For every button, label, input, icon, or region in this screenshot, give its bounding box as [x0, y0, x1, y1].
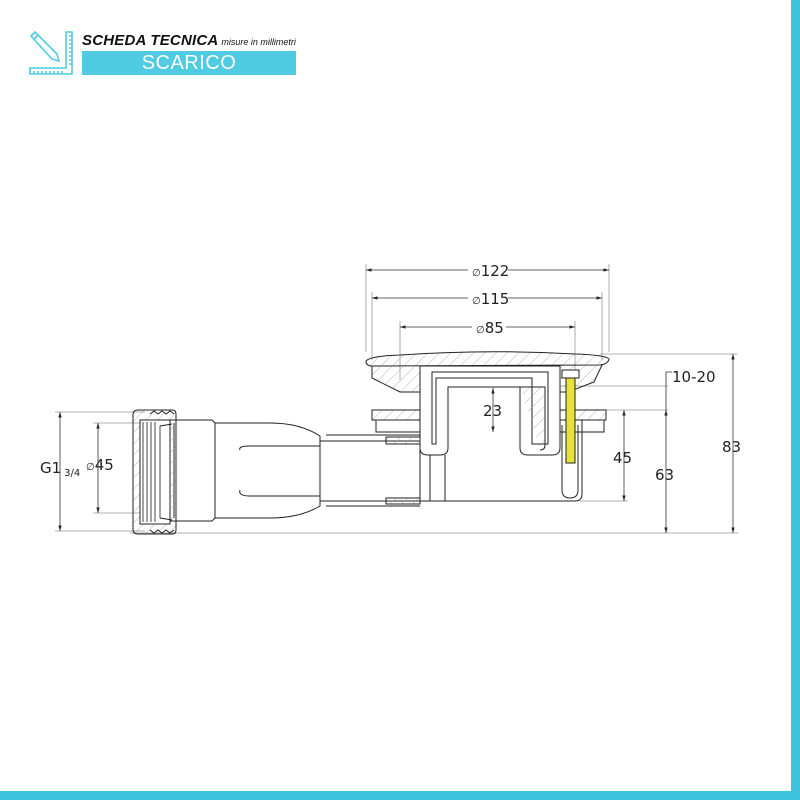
label-adjust-range: 10-20	[672, 368, 716, 386]
svg-text:∅122: ∅122	[472, 262, 509, 280]
frame-border-right	[791, 0, 800, 800]
connector	[169, 419, 216, 522]
label-outlet-diameter: 45	[95, 456, 114, 474]
drain-body	[419, 420, 583, 502]
leader-10-20	[665, 371, 672, 386]
extension-lines	[55, 264, 738, 534]
label-thread-fraction: 3/4	[64, 468, 80, 479]
drain-cap	[365, 351, 610, 367]
svg-text:∅85: ∅85	[476, 319, 504, 337]
label-outlet-height: 45	[613, 449, 632, 467]
label-total-height: 83	[722, 438, 741, 456]
svg-text:∅115: ∅115	[472, 290, 509, 308]
title-text: SCHEDA TECNICA	[82, 32, 219, 49]
product-banner: SCARICO	[82, 51, 296, 75]
label-grate: 85	[485, 319, 504, 337]
diameter-symbol: ∅	[472, 268, 481, 279]
label-body-height: 63	[655, 466, 674, 484]
label-cap-outer: 122	[481, 262, 510, 280]
label-thread: G1	[40, 459, 61, 477]
ruler-pencil-icon	[29, 30, 73, 75]
outlet-pipe	[319, 440, 421, 502]
svg-text:∅45: ∅45	[86, 456, 114, 474]
product-name: SCARICO	[141, 52, 237, 74]
frame-border-bottom	[0, 791, 800, 800]
drain-assembly	[132, 351, 610, 535]
reducer	[214, 422, 321, 519]
label-depth-inner: 23	[483, 402, 502, 420]
subtitle-text: misure in millimetri	[221, 37, 296, 47]
diameter-symbol: ∅	[472, 296, 481, 307]
label-cap-inner: 115	[481, 290, 510, 308]
svg-text:G13/4: G13/4	[40, 459, 80, 479]
diameter-symbol: ∅	[476, 325, 485, 336]
adjust-screw	[565, 377, 576, 464]
diameter-symbol: ∅	[86, 462, 95, 473]
